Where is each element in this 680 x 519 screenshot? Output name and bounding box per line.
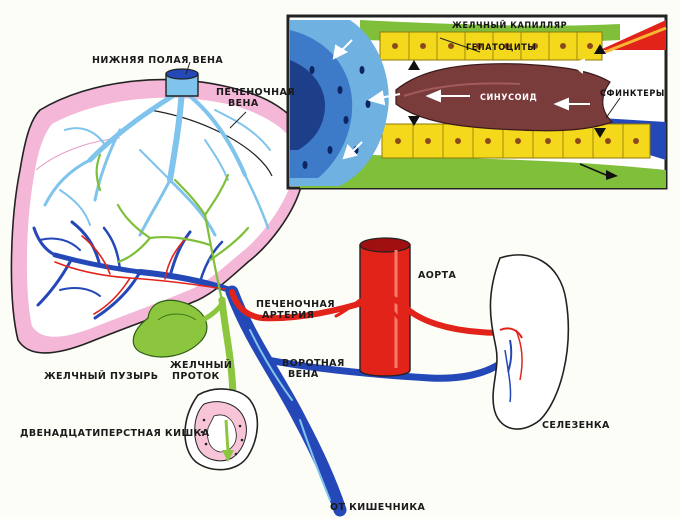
liver xyxy=(10,78,301,354)
label-bile-capillary: ЖЕЛЧНЫЙ КАПИЛЛЯР xyxy=(452,19,567,31)
label-sphincters: СФИНКТЕРЫ xyxy=(600,89,665,99)
label-sinusoid: СИНУСОИД xyxy=(480,93,537,103)
flow-arrows xyxy=(332,39,601,160)
label-hepatic-vein-1: ПЕЧЕНОЧНАЯ xyxy=(216,87,295,98)
label-bile-duct-1: ЖЕЛЧНЫЙ xyxy=(170,359,232,371)
label-bile-duct-2: ПРОТОК xyxy=(172,371,220,382)
hepatic-artery-branches xyxy=(54,235,231,315)
label-duodenum: ДВЕНАДЦАТИПЕРСТНАЯ КИШКА xyxy=(20,428,210,439)
label-ivc: НИЖНЯЯ ПОЛАЯ ВЕНА xyxy=(92,55,223,66)
label-portal-vein-1: ВОРОТНАЯ xyxy=(282,358,345,369)
sinusoid-channel xyxy=(395,63,614,132)
label-hepatic-artery-2: АРТЕРИЯ xyxy=(262,310,314,321)
sinusoid-inset xyxy=(286,14,668,190)
label-hepatic-vein-2: ВЕНА xyxy=(228,98,259,109)
label-gallbladder: ЖЕЛЧНЫЙ ПУЗЫРЬ xyxy=(44,370,158,382)
label-hepatocytes: ГЕПАТОЦИТЫ xyxy=(466,43,536,53)
gallbladder xyxy=(132,299,208,358)
label-spleen: СЕЛЕЗЕНКА xyxy=(542,420,610,431)
label-hepatic-artery-1: ПЕЧЕНОЧНАЯ xyxy=(256,299,335,310)
inferior-vena-cava xyxy=(165,61,199,97)
hepatocytes-top xyxy=(379,31,603,61)
spleen xyxy=(489,254,570,430)
hepatic-vein-leader xyxy=(229,111,247,129)
liver-lobe-line xyxy=(149,109,273,177)
label-portal-vein-2: ВЕНА xyxy=(288,369,319,380)
label-aorta: АОРТА xyxy=(418,270,456,281)
aorta xyxy=(359,237,411,377)
central-vein xyxy=(290,20,389,186)
portal-vein xyxy=(225,285,519,517)
duodenum xyxy=(184,388,259,471)
liver-body xyxy=(26,97,291,337)
bile-duct-branches xyxy=(95,153,250,302)
labels: НИЖНЯЯ ПОЛАЯ ВЕНА ПЕЧЕНОЧНАЯ ВЕНА ЖЕЛЧНЫ… xyxy=(20,19,665,513)
hepatic-vein-network xyxy=(43,87,271,237)
label-from-intestine: ОТ КИШЕЧНИКА xyxy=(330,502,426,513)
sphincter-markers xyxy=(408,44,618,180)
